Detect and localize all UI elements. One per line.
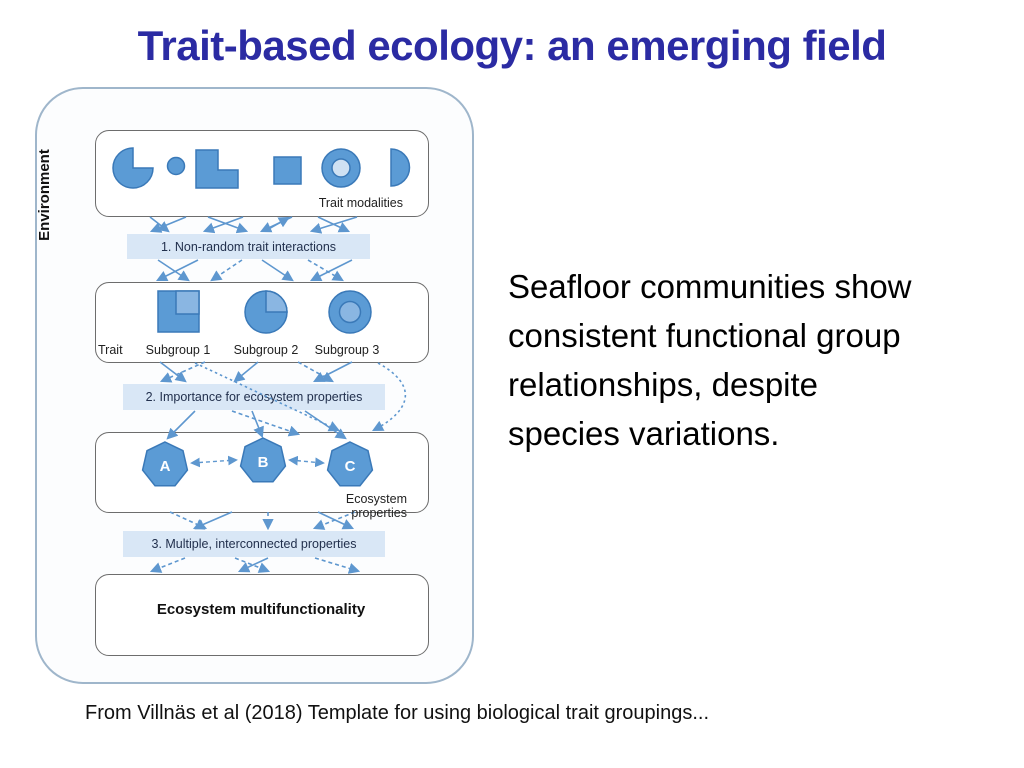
subgroup-1-label: Subgroup 1 bbox=[145, 343, 211, 357]
subgroup-3-label: Subgroup 3 bbox=[314, 343, 380, 357]
citation-caption: From Villnäs et al (2018) Template for u… bbox=[85, 702, 710, 724]
side-text-line: consistent functional group bbox=[508, 317, 901, 354]
side-text: Seafloor communities show consistent fun… bbox=[508, 262, 1008, 458]
trait-label: Trait bbox=[98, 343, 123, 357]
subgroup-2-label: Subgroup 2 bbox=[233, 343, 299, 357]
ecosystem-properties-label: Ecosystem properties bbox=[345, 492, 407, 520]
side-text-line: species variations. bbox=[508, 415, 780, 452]
side-text-line: relationships, despite bbox=[508, 366, 819, 403]
multifunctionality-box bbox=[95, 574, 429, 656]
step-3-band: 3. Multiple, interconnected properties bbox=[123, 531, 385, 557]
environment-label: Environment bbox=[36, 149, 53, 241]
step-2-band: 2. Importance for ecosystem properties bbox=[123, 384, 385, 410]
slide-title: Trait-based ecology: an emerging field bbox=[137, 22, 887, 69]
step-1-band: 1. Non-random trait interactions bbox=[127, 234, 370, 259]
trait-modalities-label: Trait modalities bbox=[318, 196, 403, 210]
ecosystem-multifunctionality-label: Ecosystem multifunctionality bbox=[156, 601, 366, 618]
side-text-line: Seafloor communities show bbox=[508, 268, 912, 305]
